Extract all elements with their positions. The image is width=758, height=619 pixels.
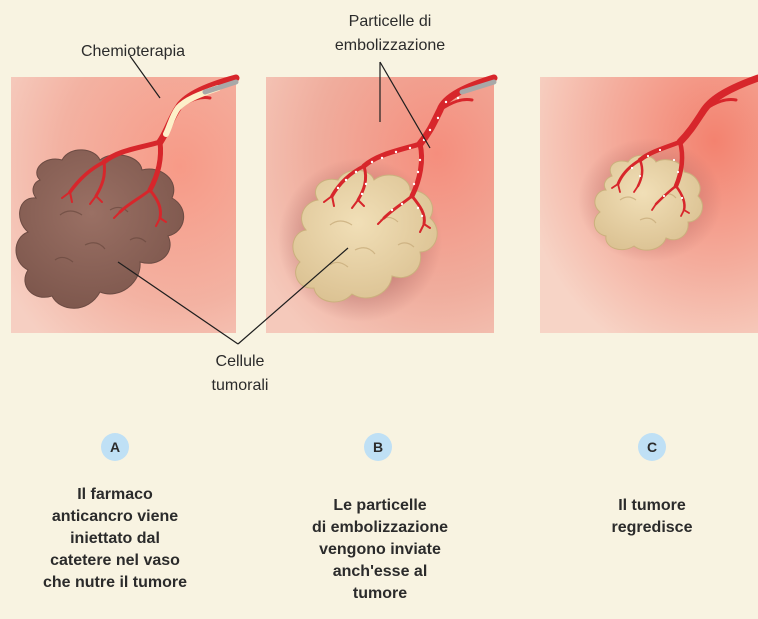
caption-line: che nutre il tumore — [15, 572, 215, 594]
caption-line: tumore — [280, 583, 480, 605]
panel-a — [11, 77, 236, 333]
step-b-badge: B — [364, 433, 392, 461]
caption-line: catetere nel vaso — [15, 550, 215, 572]
particles-label-line2: embolizzazione — [290, 35, 490, 57]
step-b-caption: Le particelle di embolizzazione vengono … — [280, 495, 480, 605]
step-a-caption: Il farmaco anticancro viene iniettato da… — [15, 484, 215, 594]
panel-c — [540, 77, 758, 333]
step-c-caption: Il tumore regredisce — [552, 495, 752, 539]
caption-line: anch'esse al — [280, 561, 480, 583]
particles-label-line1: Particelle di — [290, 11, 490, 33]
step-c-badge: C — [638, 433, 666, 461]
caption-line: Le particelle — [280, 495, 480, 517]
caption-line: vengono inviate — [280, 539, 480, 561]
caption-line: anticancro viene — [15, 506, 215, 528]
caption-line: Il farmaco — [15, 484, 215, 506]
step-a-badge: A — [101, 433, 129, 461]
caption-line: iniettato dal — [15, 528, 215, 550]
chemo-label: Chemioterapia — [58, 41, 208, 63]
caption-line: di embolizzazione — [280, 517, 480, 539]
caption-line: regredisce — [552, 517, 752, 539]
caption-line: Il tumore — [552, 495, 752, 517]
cells-label-line2: tumorali — [190, 375, 290, 397]
cells-label-line1: Cellule — [190, 351, 290, 373]
